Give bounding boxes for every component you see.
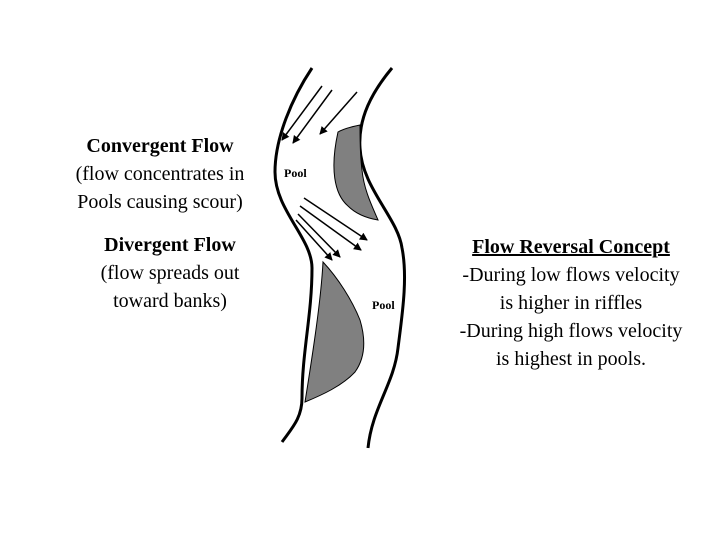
lower-pool-shape	[304, 260, 365, 403]
flow-arrow	[303, 197, 368, 241]
divergent-flow-line1: (flow spreads out	[100, 262, 240, 284]
flow-arrow	[299, 205, 362, 251]
flow-arrow	[319, 91, 358, 135]
convergent-flow-line2: Pools causing scour)	[77, 191, 243, 213]
flow-reversal-line3: -During high flows velocity	[459, 320, 683, 342]
right-bank	[358, 67, 407, 449]
lower-pool-label: Pool	[372, 298, 395, 312]
divergent-flow-text: Divergent Flow (flow spreads out toward …	[72, 231, 268, 315]
left-bank	[273, 67, 314, 443]
divergent-flow-title: Divergent Flow	[104, 234, 236, 256]
convergent-flow-text: Convergent Flow (flow concentrates in Po…	[52, 132, 268, 216]
flow-reversal-line4: is highest in pools.	[495, 348, 646, 370]
flow-reversal-line1: -During low flows velocity	[462, 264, 680, 286]
flow-reversal-line2: is higher in riffles	[499, 292, 643, 314]
divergent-flow-line2: toward banks)	[113, 290, 227, 312]
flow-arrow	[292, 89, 333, 144]
convergent-flow-arrows	[281, 85, 358, 144]
flow-arrow	[295, 219, 333, 261]
flow-reversal-text: Flow Reversal Concept -During low flows …	[430, 233, 712, 373]
upper-pool-label: Pool	[284, 166, 307, 180]
flow-arrow	[297, 213, 341, 258]
convergent-flow-line1: (flow concentrates in	[75, 163, 245, 185]
flow-arrow	[281, 85, 323, 141]
divergent-flow-arrows	[295, 197, 368, 261]
convergent-flow-title: Convergent Flow	[86, 135, 234, 157]
upper-pool-shape	[333, 124, 379, 221]
flow-reversal-title: Flow Reversal Concept	[472, 236, 670, 258]
